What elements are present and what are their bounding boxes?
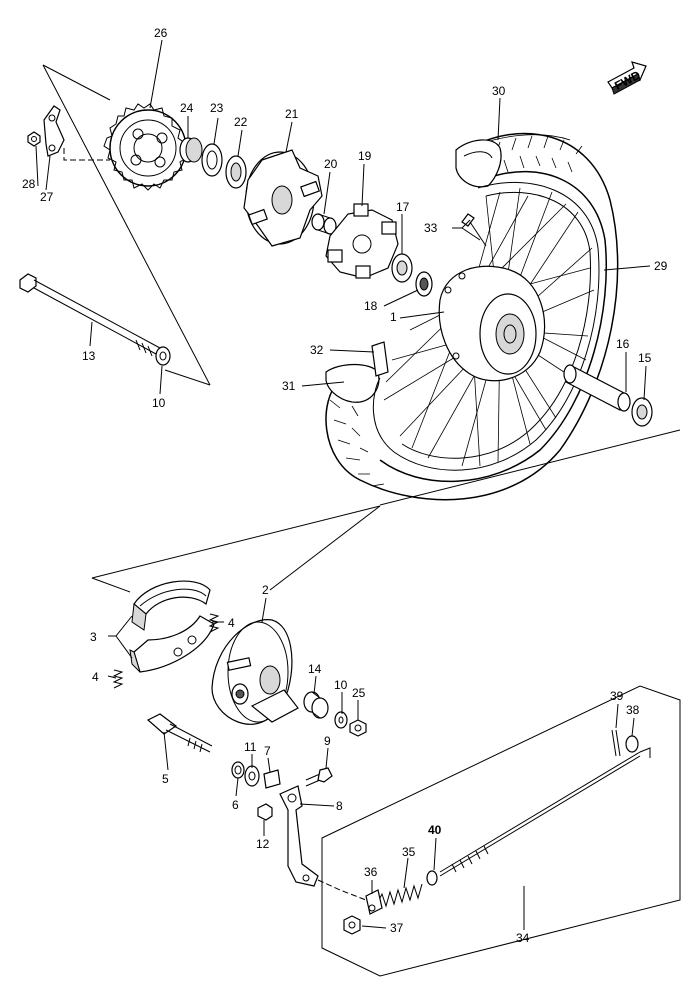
callout-3: 3: [90, 630, 97, 644]
sprocket-collar: [179, 137, 203, 163]
callout-27: 27: [40, 190, 54, 204]
callout-16: 16: [616, 337, 630, 351]
hub-spacer: [415, 271, 433, 297]
rear-sprocket: [103, 103, 187, 191]
callout-12: 12: [256, 837, 270, 851]
callout-10-lower: 10: [334, 678, 348, 692]
panel-collar: [303, 691, 329, 719]
fwd-arrow-icon: FWD: [607, 61, 647, 95]
lever-nut: [257, 803, 273, 821]
wheel-hub: [438, 265, 546, 382]
rod-washer: [625, 735, 639, 753]
callout-6: 6: [232, 798, 239, 812]
callout-39: 39: [610, 689, 624, 703]
callout-31: 31: [282, 379, 296, 393]
callout-2: 2: [262, 583, 269, 597]
cam-washer: [244, 765, 260, 787]
leader-lines: [35, 39, 651, 930]
rod-joint: [365, 889, 383, 915]
panel-washer: [334, 711, 348, 729]
lower-group-outline: [91, 505, 381, 593]
panel-nut: [349, 719, 367, 737]
callout-40: 40: [428, 823, 442, 837]
drum-collar: [311, 213, 337, 235]
callout-4-lower: 4: [92, 670, 99, 684]
axle-washer: [155, 346, 171, 366]
shoe-spring-lower: [112, 669, 124, 689]
brake-rod: [439, 747, 651, 877]
callout-32: 32: [310, 343, 324, 357]
callout-18: 18: [364, 299, 378, 313]
brake-shoe-upper: [131, 580, 211, 631]
callout-35: 35: [402, 845, 416, 859]
callout-20: 20: [324, 157, 338, 171]
rim: [371, 181, 600, 471]
hub-bearing-right: [631, 397, 653, 427]
callout-24: 24: [180, 101, 194, 115]
lever-bolt: [305, 767, 333, 787]
sprocket-nut: [27, 131, 41, 147]
hub-bearing-left: [391, 253, 413, 283]
callout-34: 34: [516, 931, 530, 945]
callout-33: 33: [424, 221, 438, 235]
callout-8: 8: [336, 799, 343, 813]
lock-plate: [43, 105, 65, 157]
callout-labels: 26 24 23 22 21 20 19 17 18 28 27 13 10 3…: [22, 26, 668, 945]
callout-19: 19: [358, 149, 372, 163]
callout-29: 29: [654, 259, 668, 273]
callout-4-upper: 4: [228, 616, 235, 630]
brake-camshaft: [146, 713, 213, 753]
callout-26: 26: [154, 26, 168, 40]
tire: [325, 132, 619, 501]
callout-25: 25: [352, 686, 366, 700]
callout-28: 28: [22, 177, 36, 191]
oil-seal: [201, 143, 223, 177]
callout-37: 37: [390, 921, 404, 935]
rod-washer-front: [426, 870, 438, 886]
callout-23: 23: [210, 101, 224, 115]
callout-13: 13: [82, 349, 96, 363]
callout-11: 11: [244, 740, 257, 754]
hub-spacer-right: [563, 364, 631, 412]
cam-oil-seal: [231, 761, 245, 779]
callout-17: 17: [396, 200, 410, 214]
callout-38: 38: [626, 703, 640, 717]
callout-14: 14: [308, 662, 322, 676]
callout-10-upper: 10: [152, 396, 166, 410]
sprocket-drum: [243, 149, 323, 247]
callout-22: 22: [234, 115, 248, 129]
callout-30: 30: [492, 84, 506, 98]
brake-cam-lever: [279, 785, 319, 887]
upper-group-outline: [42, 64, 681, 506]
rear-axle: [19, 273, 161, 357]
rod-adjust-nut: [343, 915, 361, 935]
callout-15: 15: [638, 351, 652, 365]
sprocket-bearing: [225, 155, 247, 189]
callout-1: 1: [390, 310, 397, 324]
callout-9: 9: [324, 734, 331, 748]
wear-indicator-plate: [263, 769, 281, 789]
brake-panel: [211, 619, 299, 725]
wheel-damper: [325, 203, 399, 279]
callout-5: 5: [162, 772, 169, 786]
callout-7: 7: [264, 744, 271, 758]
return-spring: [377, 883, 423, 908]
callout-21: 21: [285, 107, 299, 121]
rod-cotter-pin: [611, 729, 621, 757]
brake-rod-group-outline: [321, 685, 681, 977]
callout-36: 36: [364, 865, 378, 879]
